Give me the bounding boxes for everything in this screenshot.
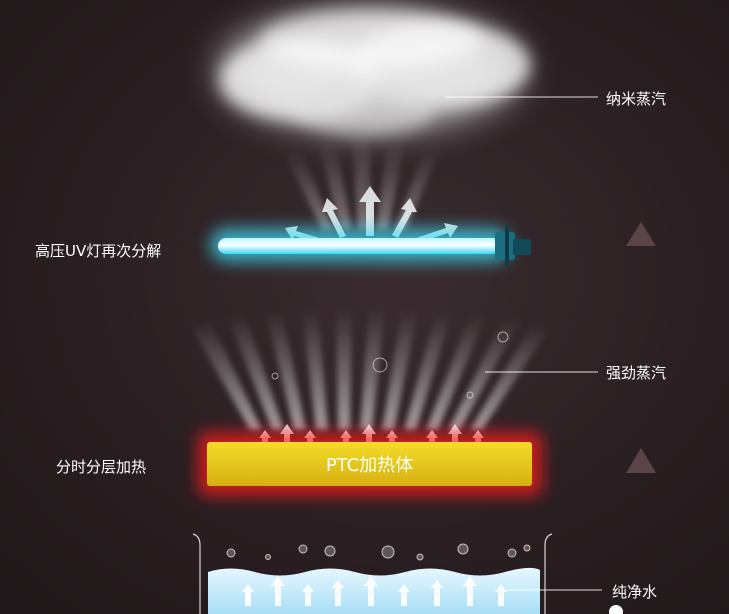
- nav-triangles: [626, 222, 656, 473]
- ptc-heater: [198, 432, 542, 496]
- label-nano-steam: 纳米蒸汽: [606, 90, 667, 108]
- arrow-up-icon: [463, 576, 477, 606]
- arrow-up-icon: [495, 584, 507, 606]
- upper-steam-rays: [285, 130, 440, 230]
- tank-brackets: [192, 533, 553, 614]
- arrow-up-icon: [364, 576, 378, 606]
- label-pure-water: 纯净水: [612, 583, 658, 601]
- leader-lines: [445, 96, 602, 591]
- ptc-heater-label: PTC加热体: [325, 455, 414, 476]
- triangle-up-icon: [626, 448, 656, 473]
- label-strong-steam: 强劲蒸汽: [606, 364, 667, 382]
- arrow-up-icon: [302, 584, 314, 606]
- arrow-up-icon: [271, 576, 285, 606]
- scroll-dot: [609, 605, 623, 614]
- label-layered-heating: 分时分层加热: [56, 458, 147, 476]
- arrow-up-icon: [242, 584, 254, 606]
- steam-bubbles: [271, 331, 509, 399]
- uv-lamp: [210, 226, 531, 266]
- lower-steam-rays: [192, 308, 548, 430]
- steam-cloud: [220, 10, 530, 135]
- label-uv-lamp: 高压UV灯再次分解: [35, 242, 162, 260]
- arrow-up-icon: [431, 580, 443, 606]
- arrow-up-icon: [359, 186, 381, 236]
- water-bubbles: [226, 543, 531, 561]
- arrow-up-icon: [332, 580, 344, 606]
- triangle-up-icon: [626, 222, 656, 246]
- arrow-up-icon: [398, 584, 410, 606]
- water-arrows: [242, 576, 507, 606]
